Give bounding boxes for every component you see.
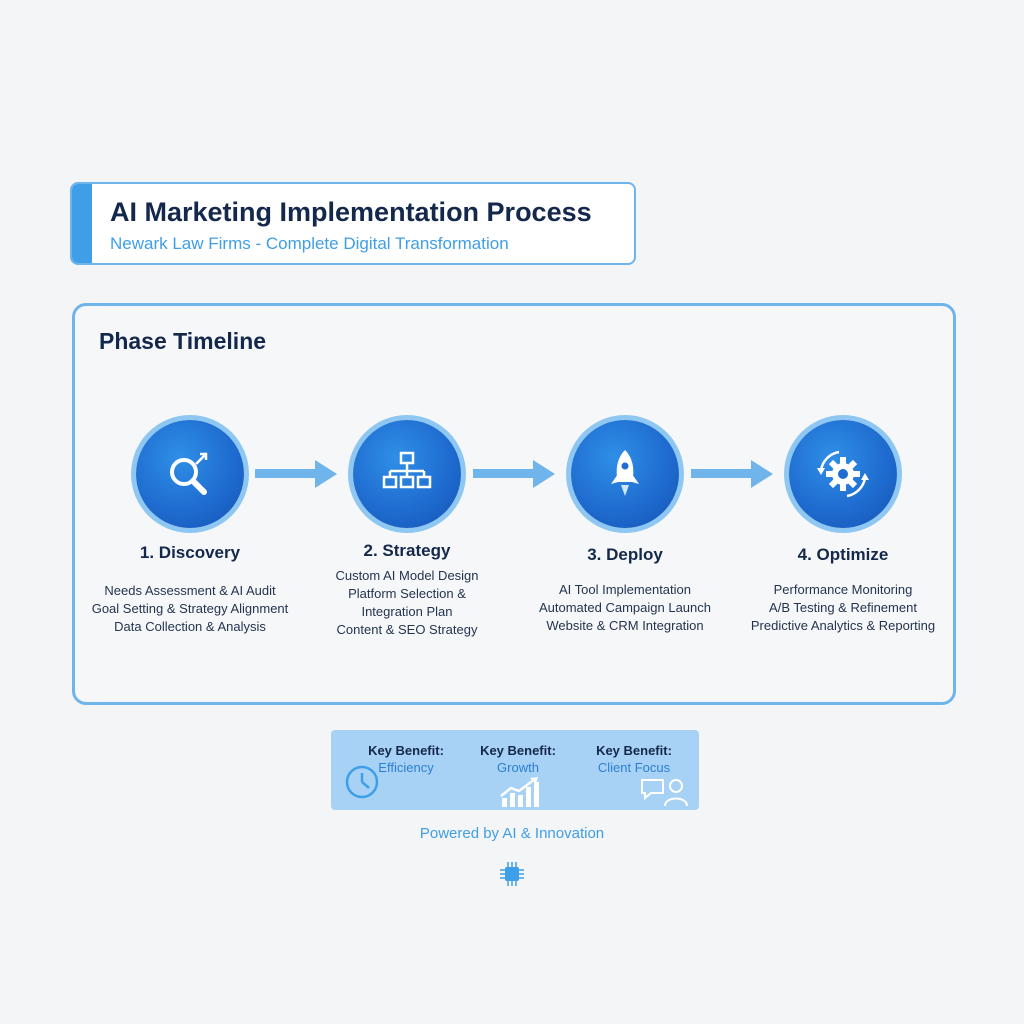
title-card: AI Marketing Implementation Process Newa…	[70, 182, 636, 265]
phase-item: A/B Testing & Refinement	[769, 600, 917, 615]
title-accent-bar	[72, 184, 92, 263]
phase-item: Performance Monitoring	[773, 582, 913, 597]
benefit-label: Key Benefit:	[368, 743, 444, 758]
phase-item: Goal Setting & Strategy Alignment	[91, 601, 289, 616]
phase-item: Predictive Analytics & Reporting	[750, 618, 936, 633]
gear-cycle-icon	[817, 450, 869, 498]
benefit-label: Key Benefit:	[596, 743, 672, 758]
clock-icon	[345, 765, 379, 799]
phase-circle-deploy	[571, 420, 679, 528]
phase-item: Integration Plan	[361, 604, 453, 619]
chip-icon	[500, 862, 524, 886]
phase-circle-discovery	[136, 420, 244, 528]
phase-item: Automated Campaign Launch	[538, 600, 711, 615]
arrow-right-icon	[691, 460, 773, 488]
phase-name: 2. Strategy	[363, 541, 451, 560]
benefit-value: Client Focus	[597, 760, 671, 775]
benefit-value: Growth	[497, 760, 539, 775]
hierarchy-icon	[382, 451, 432, 489]
phase-item: Custom AI Model Design	[335, 568, 479, 583]
arrow-right-icon	[255, 460, 337, 488]
phase-item: Data Collection & Analysis	[114, 619, 266, 634]
phase-item: Platform Selection &	[348, 586, 466, 601]
search-analytics-icon	[170, 452, 208, 495]
benefit-value: Efficiency	[378, 760, 434, 775]
phase-name: 3. Deploy	[587, 545, 663, 564]
growth-chart-icon	[500, 777, 539, 807]
phase-item: Website & CRM Integration	[546, 618, 704, 633]
benefit-growth: Key Benefit: Growth	[463, 743, 573, 775]
key-benefits-panel: Key Benefit: Efficiency Key Benefit: Gro…	[331, 730, 699, 810]
benefit-efficiency: Key Benefit: Efficiency	[351, 743, 461, 775]
phase-circle-optimize	[789, 420, 897, 528]
page-title: AI Marketing Implementation Process	[110, 197, 592, 227]
phase-name: 4. Optimize	[797, 545, 889, 564]
rocket-icon	[611, 450, 639, 496]
arrow-right-icon	[473, 460, 555, 488]
phase-timeline-panel: Phase Timeline 1. Discovery Needs Assess…	[72, 303, 956, 705]
phase-circle-strategy	[353, 420, 461, 528]
timeline-heading: Phase Timeline	[99, 328, 267, 354]
benefit-label: Key Benefit:	[480, 743, 556, 758]
phase-item: Needs Assessment & AI Audit	[104, 583, 276, 598]
phase-item: Content & SEO Strategy	[336, 622, 478, 637]
phase-name: 1. Discovery	[139, 543, 241, 562]
benefit-client-focus: Key Benefit: Client Focus	[579, 743, 689, 775]
phase-item: AI Tool Implementation	[559, 582, 691, 597]
powered-by-text: Powered by AI & Innovation	[419, 825, 605, 842]
page-subtitle: Newark Law Firms - Complete Digital Tran…	[110, 234, 509, 253]
client-chat-icon	[641, 779, 688, 807]
